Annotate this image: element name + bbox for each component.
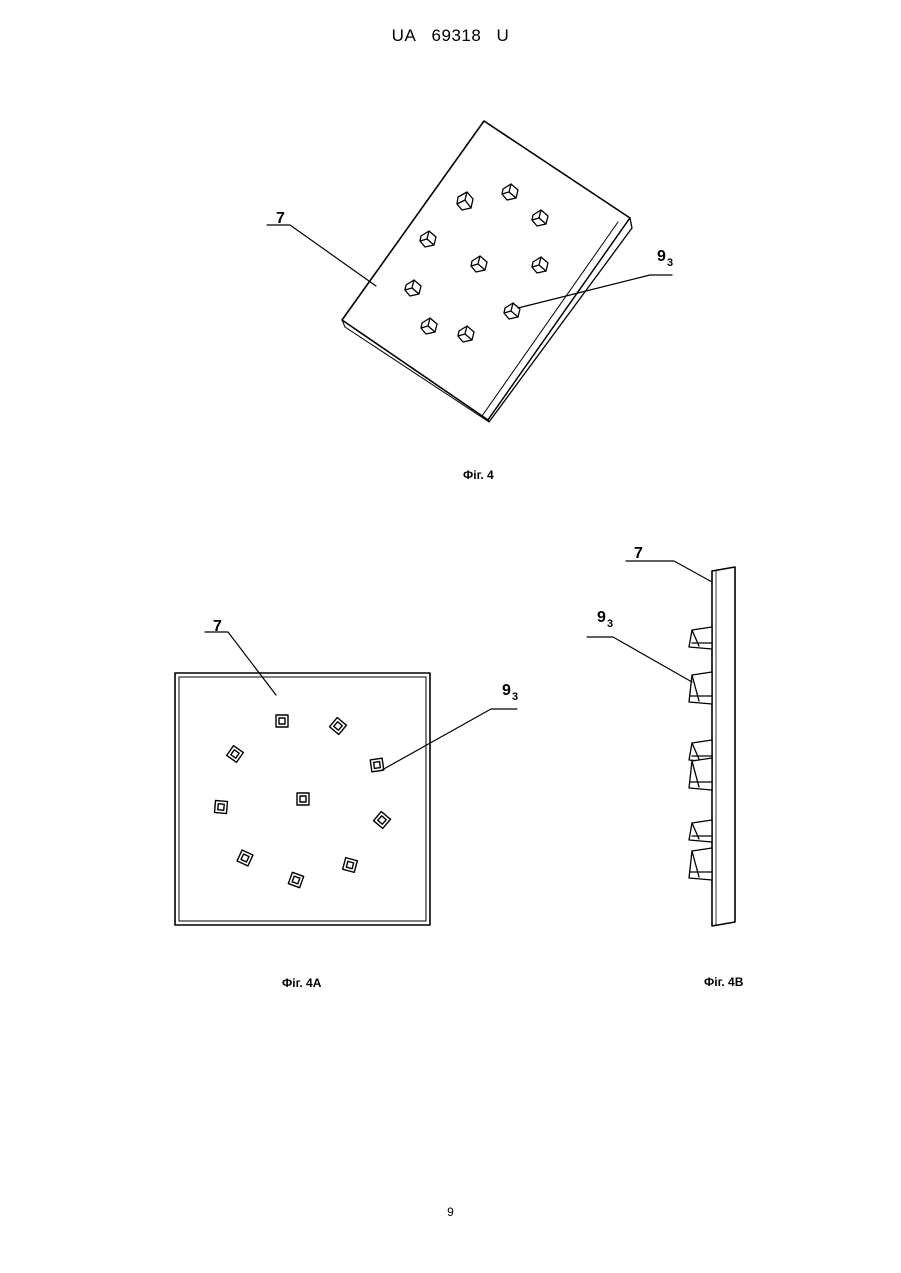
fig4-pin [471,256,487,272]
fig4a-pin [343,858,358,873]
fig4-pin [532,210,548,226]
fig4a-drawing [175,632,517,925]
fig4-pins [405,184,548,342]
fig4a-pin [330,718,347,735]
fig4b-pin [689,627,712,649]
fig4b-caption: Фіг. 4В [704,975,743,989]
fig4a-pin [227,746,244,763]
page-number: 9 [0,1205,901,1219]
fig4a-caption: Фіг. 4A [282,976,321,990]
fig4-leader-7 [267,225,376,286]
fig4-pin [421,318,437,334]
fig4b-pin [689,848,712,880]
fig4a-pin [276,715,288,727]
fig4b-drawing [587,561,735,926]
fig4a-leader-9-3 [382,709,517,770]
fig4b-leader-7 [626,561,712,582]
fig4a-pin [237,850,253,866]
fig4b-pin [689,672,712,704]
fig4-pin [504,303,520,319]
fig4b-plate [712,567,735,926]
fig4-leader-9-3 [518,275,672,308]
fig4-pin [502,184,518,200]
fig4-plate-edge [488,218,632,422]
fig4-label-9: 9 [657,248,666,265]
fig4b-label-9-sub: 3 [607,618,613,630]
fig4a-label-7: 7 [213,618,222,635]
fig4-caption: Фіг. 4 [463,468,494,482]
fig4a-leader-7 [205,632,276,695]
fig4a-pin [288,872,303,887]
fig4-pin [532,257,548,273]
fig4b-label-9: 9 [597,609,606,626]
fig4-plate-top [342,121,630,420]
fig4b-leader-9-3 [587,637,692,682]
fig4a-pin [214,800,227,813]
fig4-pin [405,280,421,296]
fig4a-pins [214,715,390,888]
fig4-label-7: 7 [276,210,285,227]
fig4b-pin [689,758,712,790]
fig4-pin [420,231,436,247]
fig4-pin [457,192,473,210]
fig4-drawing [267,121,672,422]
fig4a-pin [374,812,391,829]
fig4b-pins [689,627,712,880]
fig4a-label-9: 9 [502,682,511,699]
fig4-pin [458,326,474,342]
fig4a-label-9-sub: 3 [512,691,518,703]
fig4a-pin [297,793,309,805]
fig4b-pin [689,820,712,842]
fig4-label-9-sub: 3 [667,257,673,269]
fig4b-label-7: 7 [634,545,643,562]
